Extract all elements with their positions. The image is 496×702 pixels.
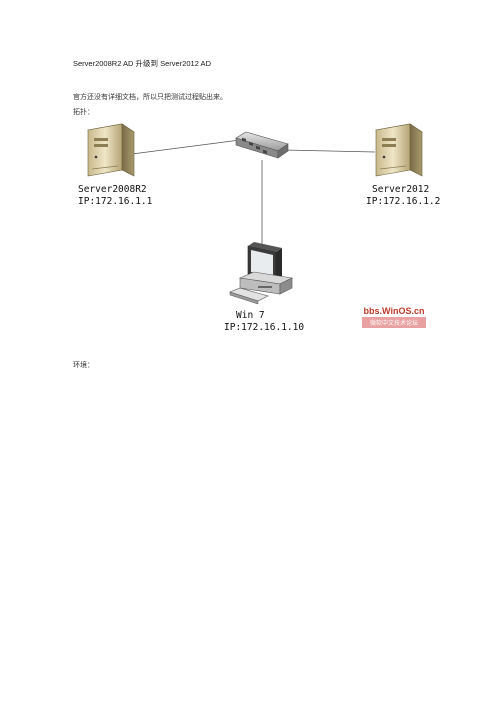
desktop-computer-icon [229,242,293,305]
document-title: Server2008R2 AD 升级到 Server2012 AD [73,59,211,68]
server2008r2-name: Server2008R2 [78,184,147,195]
server2008r2-ip: IP:172.16.1.1 [78,196,153,207]
topology-heading: 拓扑： [73,108,94,116]
intro-paragraph: 官方还没有详细文档，所以只把测试过程贴出来。 [73,93,227,101]
server-tower-icon [87,123,135,177]
server-tower-icon [375,123,423,177]
watermark-main-text: bbs.WinOS.cn [363,306,425,316]
win7-name: Win 7 [236,310,265,321]
server2012-name: Server2012 [372,184,430,195]
watermark-logo: bbs.WinOS.cn 微软中文技术论坛 [362,306,426,328]
environment-heading: 环境： [73,361,94,369]
server2012-label: Server2012 IP:172.16.1.2 [366,184,440,208]
link-switch-server2012 [283,149,376,153]
server2008r2-label: Server2008R2 IP:172.16.1.1 [78,184,152,208]
win7-ip: IP:172.16.1.10 [224,322,305,333]
watermark-sub-text: 微软中文技术论坛 [362,317,426,328]
link-server2008r2-switch [131,139,241,155]
network-switch-icon [235,131,289,159]
server2012-ip: IP:172.16.1.2 [366,196,441,207]
win7-label: Win 7 IP:172.16.1.10 [224,310,304,334]
